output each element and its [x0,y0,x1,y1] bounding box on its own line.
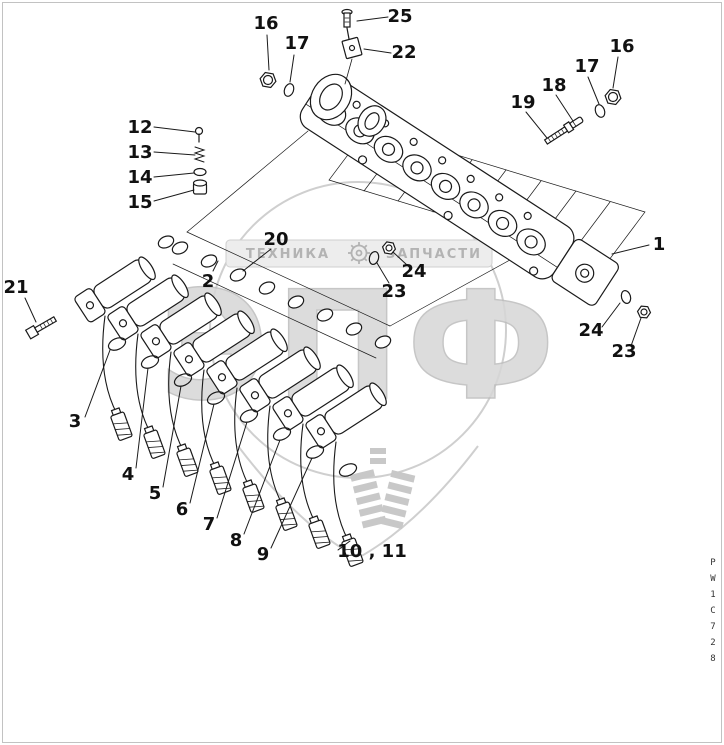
callout-9: 9 [257,544,270,565]
watermark-banner-left: ТЕХНИКА [246,247,330,262]
callout-17-right: 17 [574,56,599,77]
screw-12 [194,126,204,143]
manifold-boss-small [357,105,387,137]
bracket-22 [341,36,363,60]
plug-15 [192,179,208,195]
callout-24-mid: 24 [401,261,426,282]
callout-18: 18 [541,75,566,96]
connector-wires [102,315,349,541]
solenoid-valve [206,328,288,395]
gear-icon [348,242,370,264]
washer-14 [193,167,207,177]
watermark-banner-right: ЗАПЧАСТИ [386,247,482,262]
connector-plugs [110,407,364,567]
plug-16-right [604,88,622,106]
oring-band [172,130,529,359]
callout-8: 8 [230,530,243,551]
solenoid-valve [173,310,255,377]
plug-16-left [259,71,277,89]
callout-19: 19 [510,92,535,113]
diagram-line-art: 25 16 17 22 16 17 18 19 12 13 14 15 1 20… [3,6,665,567]
callout-15: 15 [127,192,152,213]
bolt-25 [341,8,353,40]
callout-21: 21 [3,277,28,298]
callout-13: 13 [127,142,152,163]
callout-12: 12 [127,117,152,138]
nut-23-right [636,305,652,319]
callout-5: 5 [149,483,162,504]
solenoid-valve [140,292,222,359]
callout-20: 20 [263,229,288,250]
bracket-mount-line [344,58,353,85]
solenoid-valve [74,256,156,323]
callout-24-right: 24 [578,320,603,341]
callout-23-right: 23 [611,341,636,362]
screw-19 [543,121,575,145]
oring-17-left [283,83,295,97]
callout-16-left: 16 [253,13,278,34]
end-block [551,238,619,306]
oring-23-mid [368,251,380,265]
watermark-banner [225,239,493,268]
callout-7: 7 [203,514,216,535]
oring-row [157,235,392,349]
solenoid-valve [107,274,189,341]
retaining-rings [107,337,358,477]
callout-2: 2 [202,271,215,292]
callout-23-mid: 23 [381,281,406,302]
callout-10-11: 10 , 11 [337,541,406,562]
callout-1: 1 [653,234,666,255]
nut-24-mid [381,241,397,255]
watermark-wheat [350,448,416,530]
manifold-boss-large [309,73,353,121]
callout-22: 22 [391,42,416,63]
callout-labels: 25 16 17 22 16 17 18 19 12 13 14 15 1 20… [3,6,665,565]
callout-14: 14 [127,167,152,188]
leader-lines [24,16,650,551]
spring-13 [193,146,206,163]
oring-24-right [620,290,632,304]
solenoid-valve-bank [74,256,387,449]
solenoid-valve [272,364,354,431]
callout-3: 3 [69,411,82,432]
drawing-number: PW1C728 [708,558,718,670]
callout-6: 6 [176,499,189,520]
bolt-21 [24,316,58,340]
solenoid-valve [305,382,387,449]
callout-25: 25 [387,6,412,27]
callout-4: 4 [122,464,135,485]
oring-17-right [594,104,606,118]
callout-16-right: 16 [609,36,634,57]
callout-17-left: 17 [284,33,309,54]
solenoid-valve [239,346,321,413]
